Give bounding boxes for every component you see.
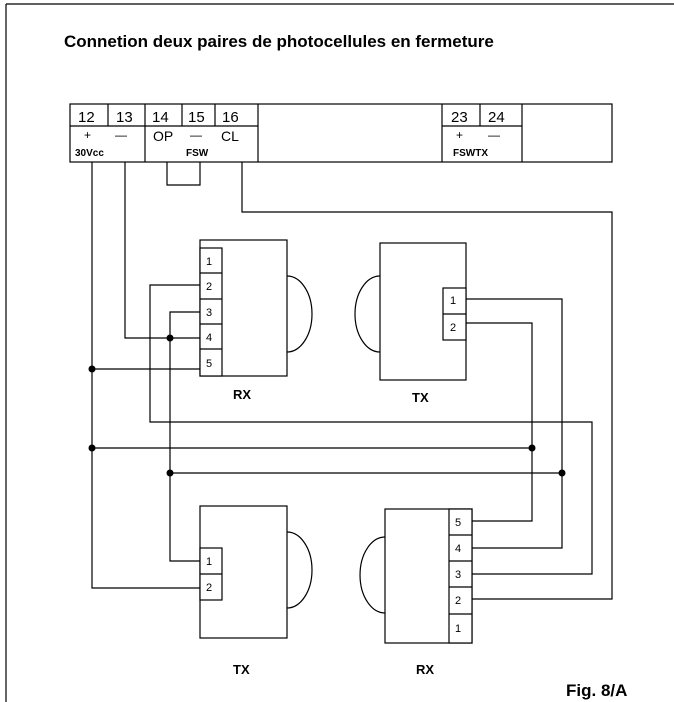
rx-top-pin-label: 2 [206,281,212,293]
rx-top-device: 1 2 3 4 5 RX [199,239,313,402]
rx-top-pin-label: 3 [206,307,212,319]
wire-power-positive [91,162,200,589]
tx-top-pin-label: 2 [450,322,456,334]
wire-closing-contact [241,162,613,600]
terminal-number-24: 24 [488,109,505,126]
terminal-sign-23: + [456,128,463,142]
terminal-number-12: 12 [78,109,95,126]
terminal-number-16: 16 [222,109,239,126]
junction-dot [528,444,536,452]
rx-bottom-pin-label: 1 [455,623,461,635]
rx-top-label: RX [233,387,251,402]
terminal-block: 12 13 14 15 16 23 24 + — OP — CL + — 30V… [69,103,613,163]
tx-bottom-lens [286,531,313,609]
wire-rx-top-pin2-series [149,284,593,575]
terminal-number-14: 14 [152,109,169,126]
junction-dot [558,469,566,477]
tx-bottom-label: TX [233,662,250,677]
wire-tx-top-pin2 [466,322,533,522]
tx-top-pin-label: 1 [450,295,456,307]
rx-top-pin-label: 1 [206,256,212,268]
diagram-title: Connetion deux paires de photocellules e… [64,32,494,51]
terminal-number-23: 23 [451,109,468,126]
label-fswtx: FSWTX [453,148,488,159]
junction-dot [88,365,96,373]
rx-top-pin-label: 5 [206,358,212,370]
rx-bottom-device: 5 4 3 2 1 RX [359,508,473,677]
label-30vcc: 30Vcc [75,148,104,159]
rx-bottom-terminal-strip [448,508,473,644]
wire-tx-top-pin1 [466,298,563,549]
tx-bottom-pin-label: 2 [206,582,212,594]
rx-bottom-pin-label: 2 [455,595,461,607]
junction-dot [166,334,174,342]
terminal-sign-16: CL [221,128,239,144]
rx-bottom-label: RX [416,662,434,677]
terminal-sign-12: + [84,128,91,142]
junction-dot [88,444,96,452]
rx-top-lens [286,275,313,353]
tx-top-device: 1 2 TX [354,242,467,405]
figure-label: Fig. 8/A [566,681,627,700]
terminal-number-13: 13 [116,109,133,126]
junction-dot [166,469,174,477]
wire-negative-bus [169,338,200,562]
terminal-sign-15: — [190,128,202,142]
rx-top-pin-label: 4 [206,332,212,344]
terminal-sign-13: — [115,128,127,142]
tx-bottom-pin-label: 1 [206,556,212,568]
jumper-14-15 [166,162,201,186]
terminal-sign-24: — [488,128,500,142]
tx-top-label: TX [412,390,429,405]
rx-bottom-pin-label: 5 [455,517,461,529]
tx-bottom-device: 1 2 TX [199,505,313,677]
rx-bottom-pin-label: 3 [455,569,461,581]
wire-rx-top-pin3 [169,311,200,338]
rx-bottom-pin-label: 4 [455,543,461,555]
rx-bottom-lens [359,536,386,614]
label-fsw: FSW [186,148,209,159]
wire-negative-to-rx-top-pin4 [124,162,200,339]
tx-top-lens [354,275,381,353]
terminal-number-15: 15 [188,109,205,126]
terminal-sign-14: OP [153,128,173,144]
